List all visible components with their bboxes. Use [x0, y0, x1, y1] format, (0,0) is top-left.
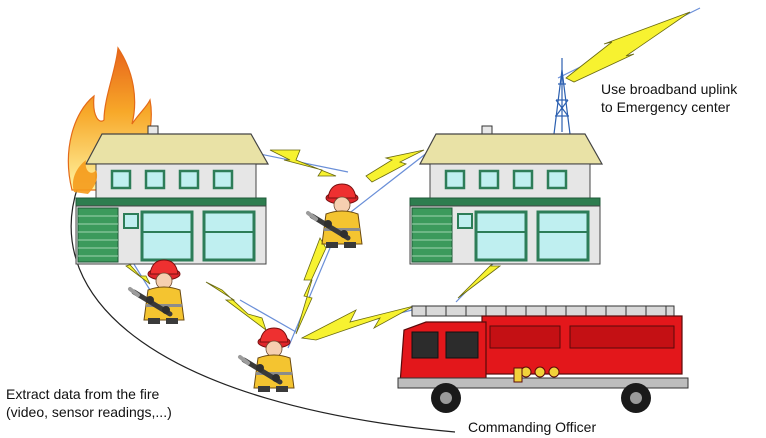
extract-data-label: Extract data from the fire (video, senso… [6, 385, 172, 421]
house [408, 124, 604, 266]
antenna-tower-icon [553, 58, 571, 135]
extract-label-line2: (video, sensor readings,...) [6, 404, 172, 420]
lightning-bolt-icon [205, 281, 267, 332]
uplink-label: Use broadband uplink to Emergency center [601, 80, 737, 116]
lightning-bolt-icon [365, 149, 425, 183]
lightning-bolt-icon [295, 237, 327, 335]
commanding-officer-label: Commanding Officer [468, 419, 597, 435]
lightning-bolt-icon [565, 11, 691, 83]
lightning-bolt-icon [269, 149, 337, 177]
uplink-label-line2: to Emergency center [601, 99, 731, 115]
lightning-bolts [115, 11, 691, 341]
lightning-bolt-icon [300, 305, 415, 341]
firefighter-icon [130, 260, 184, 324]
fire-area-boundary [70, 185, 456, 433]
burning-house [67, 46, 270, 266]
uplink-label-line1: Use broadband uplink [601, 81, 738, 97]
firefighter-icon [308, 184, 362, 248]
extract-label-line1: Extract data from the fire [6, 386, 160, 402]
firefighter-icon [240, 328, 294, 392]
fire-truck-icon [397, 305, 689, 413]
